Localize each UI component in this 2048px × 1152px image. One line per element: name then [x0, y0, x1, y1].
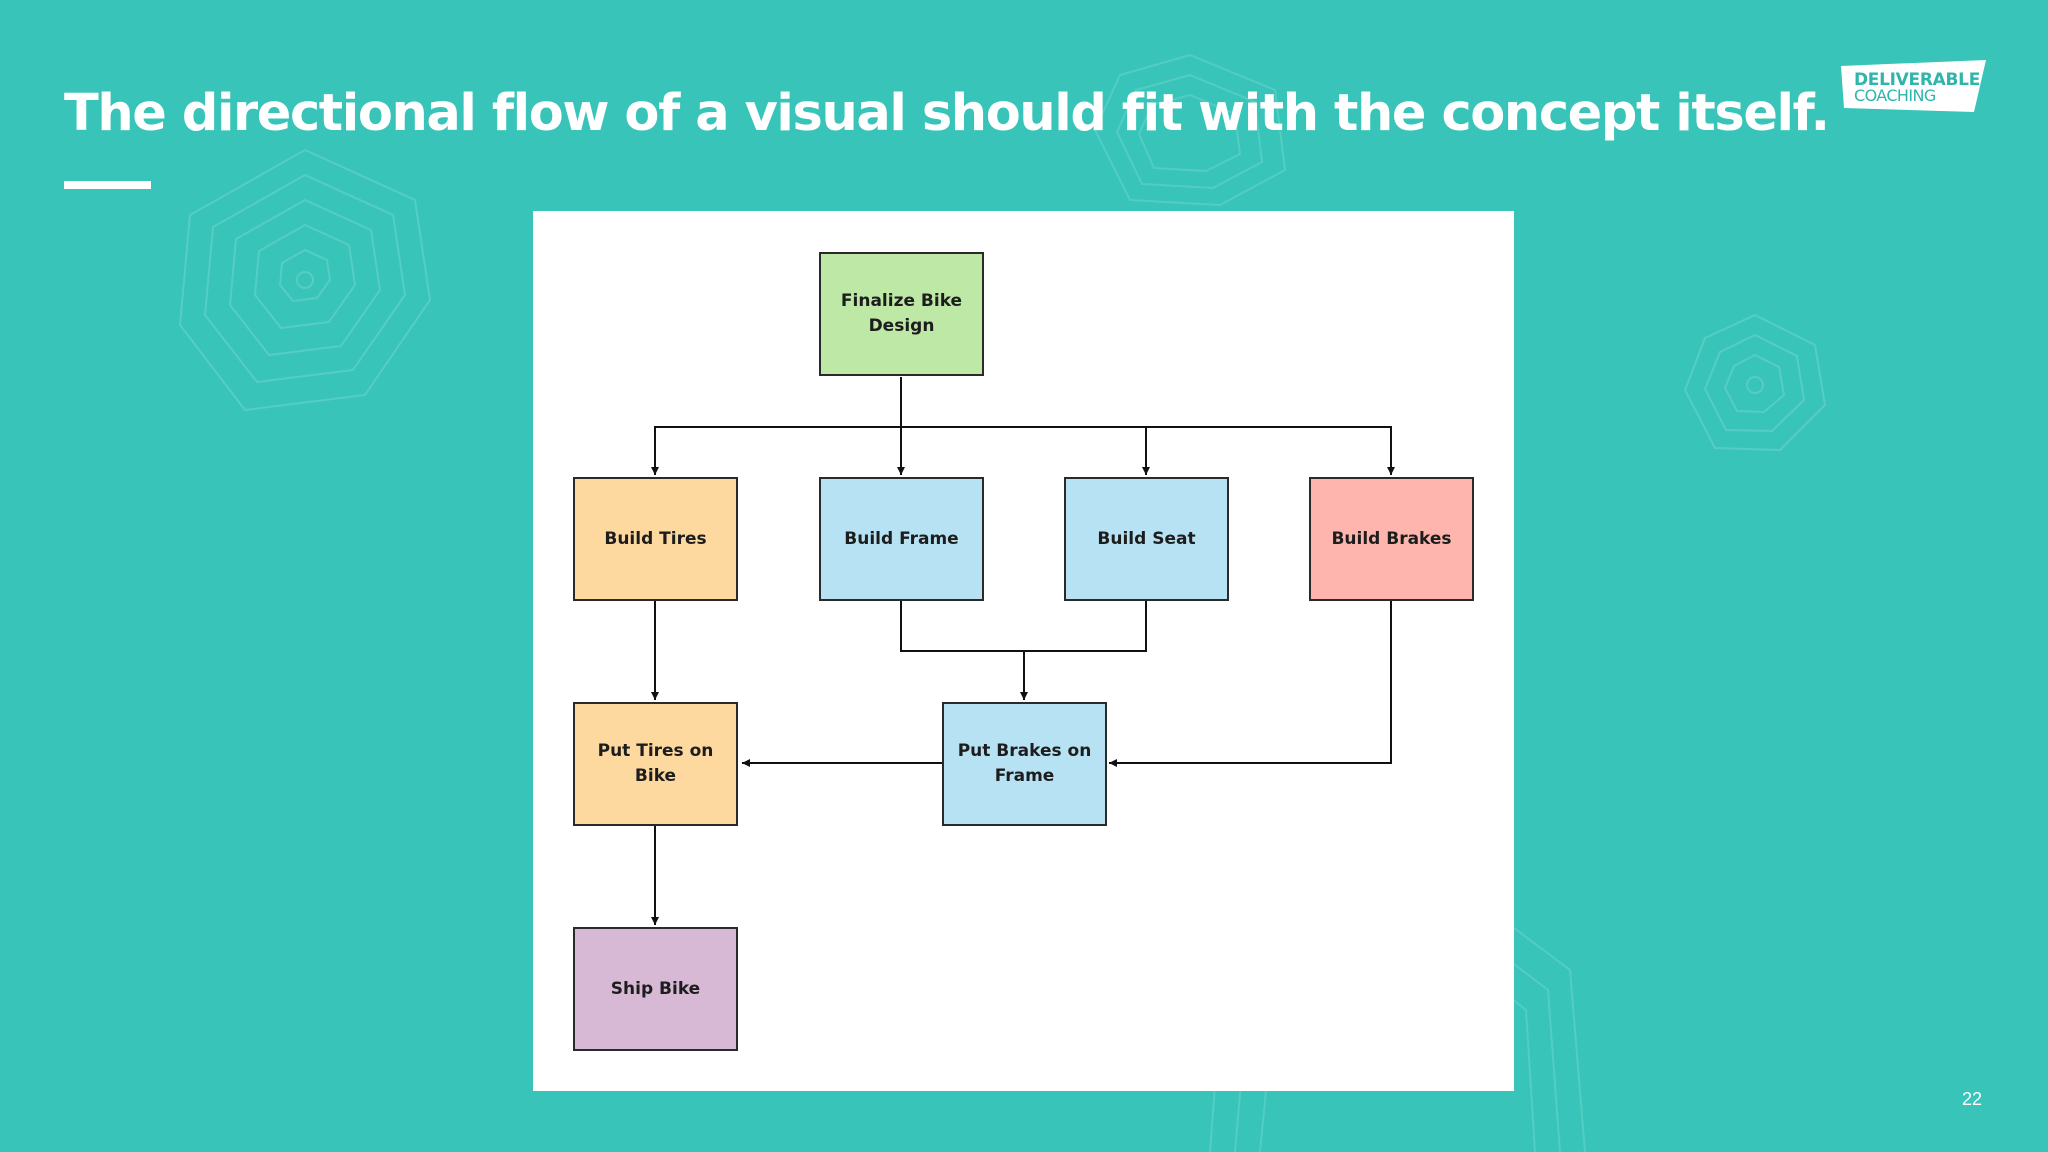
- logo-text-coaching: COACHING: [1854, 86, 1936, 105]
- background-swirl-left: [178, 148, 432, 412]
- edge-brakes-to-put-brakes: [1109, 601, 1392, 767]
- node-finalize-bike-design: Finalize Bike Design: [819, 252, 984, 376]
- flowchart-connectors: [651, 377, 1395, 925]
- logo-text-deliverable: DELIVERABLE: [1854, 70, 1981, 90]
- title-underline: [64, 181, 151, 189]
- edge-finalize-to-tires: [651, 377, 902, 475]
- edge-finalize-to-brakes: [1146, 426, 1395, 475]
- edge-finalize-to-seat: [901, 426, 1150, 475]
- node-build-tires: Build Tires: [573, 477, 738, 601]
- node-build-frame: Build Frame: [819, 477, 984, 601]
- deliverable-coaching-logo: DELIVERABLE COACHING: [1838, 58, 1990, 116]
- background-swirl-right: [1683, 313, 1827, 452]
- slide-title: The directional flow of a visual should …: [64, 84, 1830, 143]
- node-build-seat: Build Seat: [1064, 477, 1229, 601]
- node-put-tires-on-bike: Put Tires on Bike: [573, 702, 738, 826]
- edge-frame-to-put-brakes: [900, 601, 1028, 700]
- edge-seat-to-put-brakes: [1024, 601, 1147, 652]
- node-build-brakes: Build Brakes: [1309, 477, 1474, 601]
- page-number: 22: [1962, 1089, 1983, 1109]
- node-ship-bike: Ship Bike: [573, 927, 738, 1051]
- node-put-brakes-on-frame: Put Brakes on Frame: [942, 702, 1107, 826]
- flowchart-panel: Finalize Bike Design Build Tires Build F…: [533, 211, 1514, 1091]
- logo-badge-shape: [1841, 60, 1986, 112]
